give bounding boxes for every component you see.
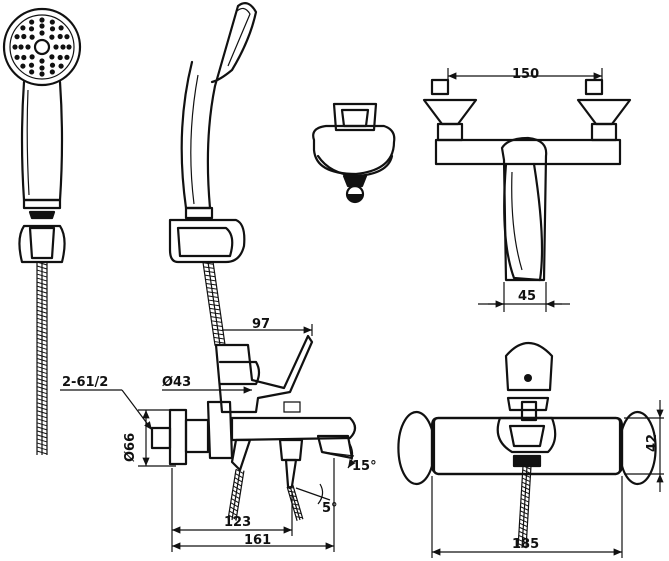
dim-45: 45 [518, 289, 536, 304]
dim-thread: 2-61/2 [62, 375, 108, 390]
faucet-front-view [397, 341, 657, 549]
dim-42: 42 [645, 434, 660, 452]
dim-185: 185 [512, 537, 539, 552]
dim-123: 123 [224, 515, 251, 530]
dim-150: 150 [512, 67, 539, 82]
shower-hose-front [517, 465, 532, 549]
nozzle-pattern [12, 17, 72, 77]
shower-hose-body [227, 468, 245, 521]
faucet-side-view [150, 2, 357, 522]
dim-161: 161 [244, 533, 271, 548]
dim-dia-43: Ø43 [162, 375, 191, 390]
dimension-labels: 150 45 97 Ø43 2-61/2 Ø66 15° 5° 123 161 … [62, 67, 660, 552]
shower-hose-side [202, 261, 304, 522]
hand-shower-front-view [2, 7, 82, 455]
faucet-top-view [422, 78, 632, 282]
dimension-lines [60, 68, 664, 558]
dim-dia-66: Ø66 [123, 433, 138, 462]
dim-97: 97 [252, 317, 270, 332]
dim-angle-15: 15° [352, 459, 377, 474]
diverter-knob-detail [312, 102, 396, 204]
dim-angle-5: 5° [322, 501, 338, 516]
shower-hose-left [36, 261, 48, 455]
